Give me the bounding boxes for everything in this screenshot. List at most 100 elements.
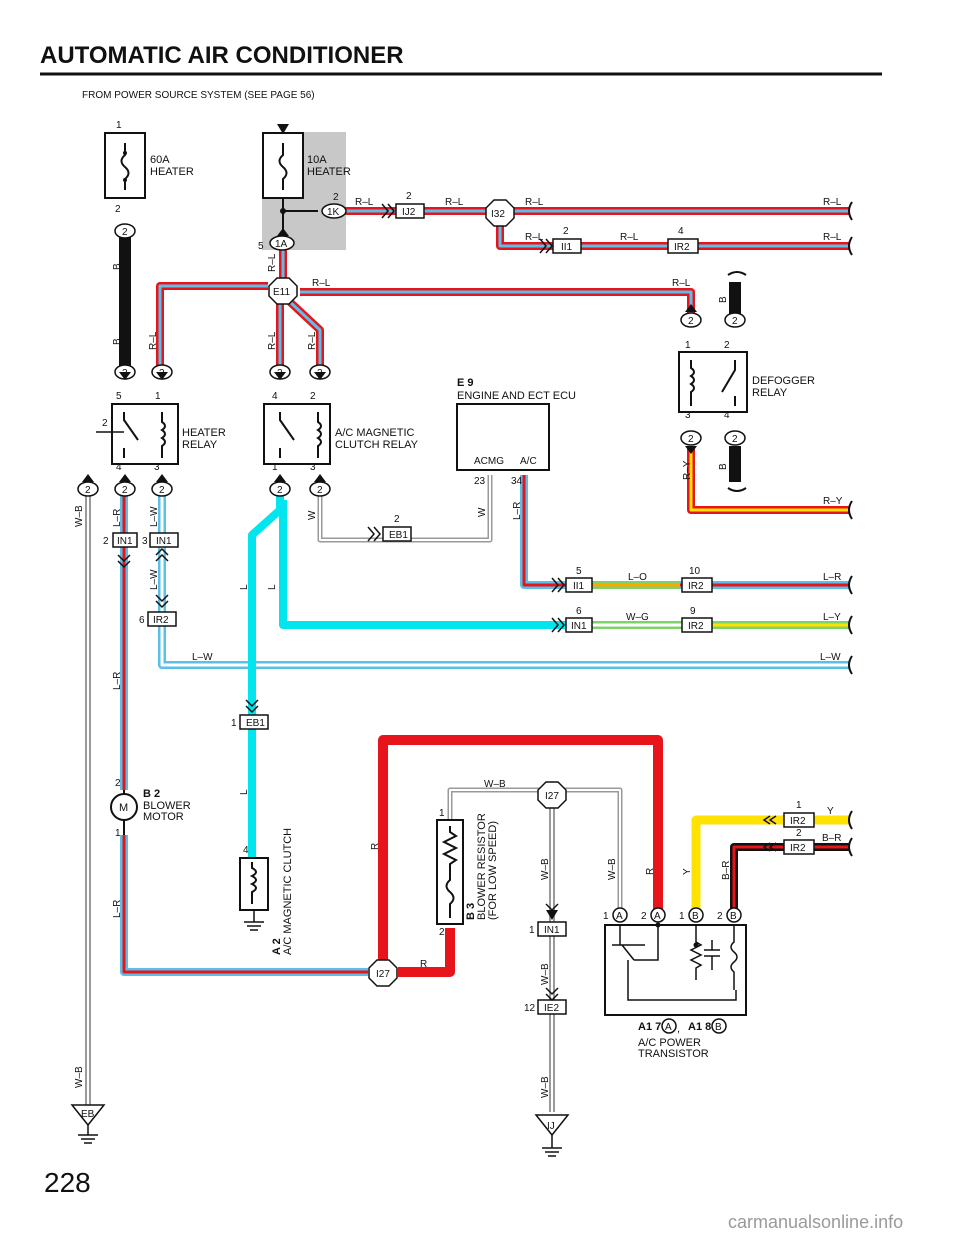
pin-label: 34 [511,476,523,487]
engine-ect-ecu [456,403,550,471]
pin-label: 2 [439,927,445,938]
transistor-sep: , [677,1023,680,1035]
junction-i27-bottom: I27 [376,969,390,980]
transistor-code-a-circle: A [665,1022,672,1033]
wire-wb-resistor [447,787,623,910]
wire-label: B–R [721,861,732,880]
connector-1a: 1A [275,239,288,250]
pin-label: 2 [724,340,730,351]
blower-motor-line-1: BLOWER [143,800,191,812]
pin-label: 9 [690,606,696,617]
pin-label: 1 [529,925,535,936]
wire-lr-ecu [520,475,850,589]
watermark: carmanualsonline.info [728,1212,903,1232]
wire-label: R–L [355,197,374,208]
motor-symbol: M [119,802,128,814]
resistor-code: B 3 [465,903,477,920]
wire-label: W–G [626,612,649,623]
pin-label: 2 [115,778,121,789]
heater-relay-line-1: HEATER [182,427,226,439]
transistor-name-line-2: TRANSISTOR [638,1048,709,1060]
wire-rl-e11-clutch [276,299,324,372]
pin-label: 1 [603,911,609,922]
ecu-pin-acmg: ACMG [474,456,504,467]
wire-label: B [718,296,729,303]
wire-label: R–L [620,232,639,243]
pin-label: 3 [310,462,316,473]
ecu-name: ENGINE AND ECT ECU [457,390,576,402]
ground-eb [70,1104,106,1144]
pin-label: 5 [576,566,582,577]
wire-rl-second [496,222,850,250]
pin-label: 1 [116,120,122,131]
wire-label: W–B [540,1076,551,1098]
wire-label: R–L [672,278,691,289]
oval-pin-numbers: 2 2 2 2 2 2 2 2 2 2 2 2 2 2 [85,227,738,496]
pin-label: 6 [576,606,582,617]
connector-ir2: IR2 [790,816,806,827]
transistor-pin-b: B [730,911,737,922]
ac-clutch-caption: A 2 A/C MAGNETIC CLUTCH [271,828,294,955]
wire-br [730,843,850,910]
oval-2: 2 [122,227,128,238]
wire-label: Y [682,868,693,875]
wire-color-labels-vertical: B B R–L R–L R–L R–L B B R–Y W–B L–R L–W … [74,253,732,1098]
heater-relay-line-2: RELAY [182,439,218,451]
junction-i32: I32 [491,209,505,220]
wire-label: W [307,510,318,520]
blower-resistor-caption: B 3 BLOWER RESISTOR(FOR LOW SPEED) [465,813,499,920]
wire-label: L–R [112,900,123,918]
ac-clutch-relay [263,403,331,465]
wire-label: W–B [607,858,618,880]
wire-label: L–W [149,569,160,590]
pin-label: 2 [102,418,108,429]
wire-label: L–W [149,506,160,527]
wire-label: R [370,843,381,850]
pin-label: 4 [243,845,249,856]
wire-label: W–B [484,779,506,790]
ecu-code: E 9 [457,377,474,389]
ac-power-transistor [604,922,747,1016]
pin-label: 1 [679,911,685,922]
connector-ir2: IR2 [688,621,704,632]
pin-label: 2 [717,911,723,922]
wire-label: W–B [74,1066,85,1088]
transistor-code-b: A1 8 [688,1021,711,1033]
wire-label: R–Y [823,496,843,507]
pin-label: 5 [116,391,122,402]
power-source-note: FROM POWER SOURCE SYSTEM (SEE PAGE 56) [82,90,315,101]
wire-label: L–W [192,652,213,663]
wire-label: R [645,868,656,875]
wire-r-transistor [378,735,663,977]
transistor-pin-b: B [692,911,699,922]
pin-label: 1 [231,718,237,729]
defogger-relay [678,351,748,413]
fuse-10a [262,132,318,236]
junction-i27-top: I27 [545,791,559,802]
wire-l-clutch [248,496,284,860]
connector-1k: 1K [327,207,340,218]
transistor-code-b-circle: B [715,1022,722,1033]
defogger-relay-line-1: DEFOGGER [752,375,815,387]
pin-label: 2 [310,391,316,402]
pin-label: 4 [724,410,730,421]
clutch-name: A/C MAGNETIC CLUTCH [282,828,294,955]
pin-label: 2 [394,514,400,525]
connector-boxes [112,203,815,1015]
pin-label: 2 [641,911,647,922]
wire-label: R–L [525,232,544,243]
pin-label: 1 [439,808,445,819]
wire-label: L [239,789,250,795]
pin-label: 5 [258,241,264,252]
page-title: AUTOMATIC AIR CONDITIONER [40,42,404,69]
oval-2: 2 [159,485,165,496]
pin-label: 3 [685,410,691,421]
blower-resistor [436,819,464,925]
page-number: 228 [44,1167,91,1198]
